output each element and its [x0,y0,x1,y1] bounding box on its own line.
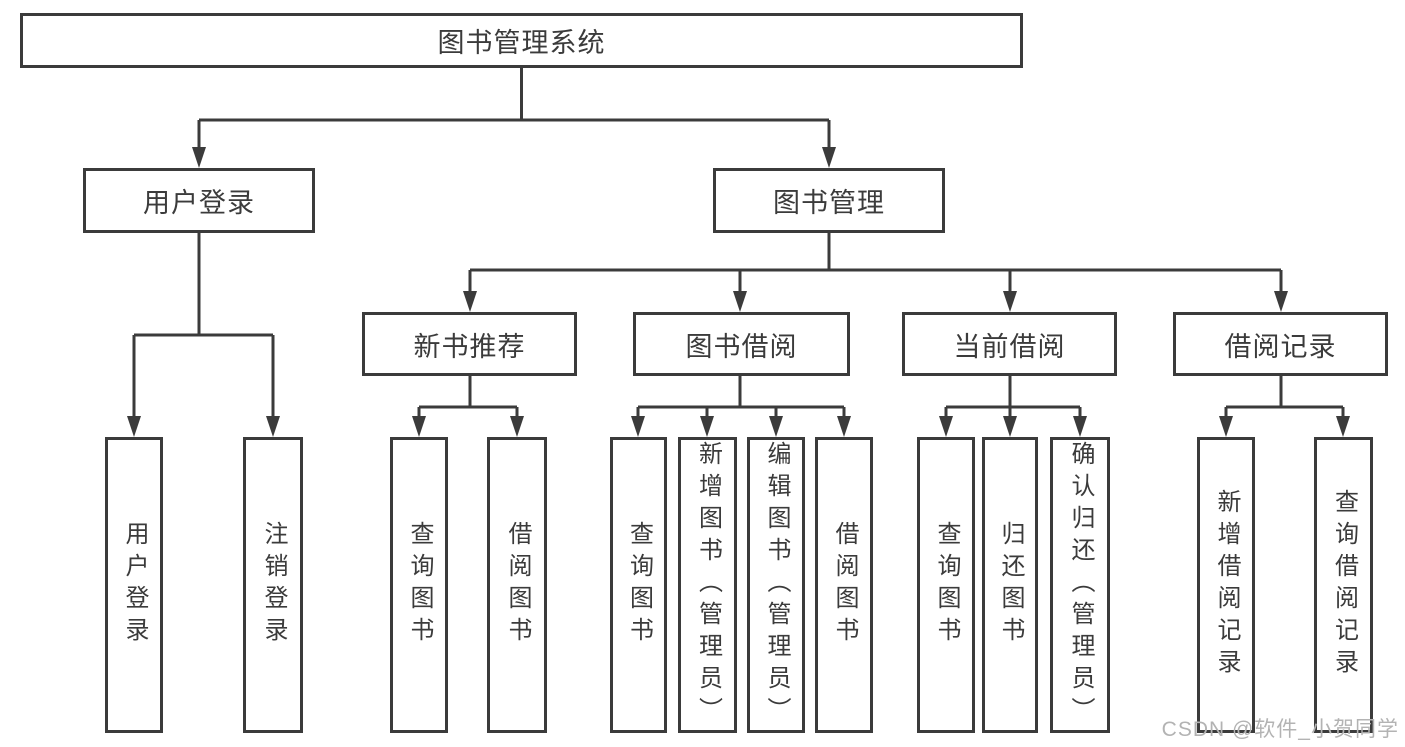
leaf-return-books-label: 归还图书 [997,521,1024,649]
leaf-confirm-return-admin-label: 确认归还（管理员） [1067,441,1094,729]
leaf-logout-label: 注销登录 [260,521,287,649]
node-current-borrow: 当前借阅 [902,312,1117,376]
arrowhead [1336,416,1350,437]
connector-root-to-level2 [197,68,831,152]
leaf-user-login: 用户登录 [105,437,163,733]
watermark: CSDN @软件_小贺同学 [1161,718,1399,741]
connector-bookborrow-to-leaves [636,376,846,421]
leaf-logout: 注销登录 [243,437,303,733]
leaf-query-books-rec-label: 查询图书 [406,521,433,649]
leaf-query-books-rec: 查询图书 [390,437,448,733]
leaf-edit-books-admin: 编辑图书（管理员） [747,437,805,733]
leaf-query-books-borrow-label: 查询图书 [625,521,653,649]
node-book-borrow: 图书借阅 [633,312,850,376]
connector-borrowrecords-to-leaves [1224,376,1345,421]
leaf-borrow-books: 借阅图书 [815,437,873,733]
leaf-confirm-return-admin: 确认归还（管理员） [1050,437,1110,733]
leaf-edit-books-admin-label: 编辑图书（管理员） [763,441,790,729]
leaf-add-books-admin: 新增图书（管理员） [678,437,737,733]
leaf-return-books: 归还图书 [982,437,1038,733]
arrowhead [266,416,280,437]
arrowhead [939,416,953,437]
leaf-query-books-borrow: 查询图书 [610,437,667,733]
leaf-borrow-books-rec: 借阅图书 [487,437,547,733]
leaf-add-borrow-record: 新增借阅记录 [1197,437,1255,733]
node-new-book-rec: 新书推荐 [362,312,577,376]
connector-currentborrow-to-leaves [944,376,1082,421]
arrowhead [822,147,836,168]
connector-newbookrec-to-leaves [417,376,519,421]
arrowhead [1003,291,1017,312]
arrowhead [1003,416,1017,437]
arrowhead [769,416,783,437]
node-book-mgmt: 图书管理 [713,168,945,233]
arrowhead [837,416,851,437]
arrowhead [1274,291,1288,312]
arrowhead [631,416,645,437]
arrowhead [1073,416,1087,437]
arrowhead [127,416,141,437]
leaf-query-books-current: 查询图书 [917,437,975,733]
leaf-query-books-current-label: 查询图书 [933,521,960,649]
node-borrow-records: 借阅记录 [1173,312,1388,376]
node-root: 图书管理系统 [20,13,1023,68]
leaf-query-borrow-record-label: 查询借阅记录 [1330,489,1358,681]
connector-login-to-leaves [132,233,275,421]
arrowhead [700,416,714,437]
leaf-add-books-admin-label: 新增图书（管理员） [694,441,722,729]
arrowhead [192,147,206,168]
arrowhead [463,291,477,312]
leaf-user-login-label: 用户登录 [121,521,148,649]
arrowhead [510,416,524,437]
arrowhead [412,416,426,437]
arrowhead [733,291,747,312]
node-user-login: 用户登录 [83,168,315,233]
connector-mgmt-to-level3 [468,233,1283,296]
arrowhead [1219,416,1233,437]
leaf-query-borrow-record: 查询借阅记录 [1314,437,1373,733]
leaf-add-borrow-record-label: 新增借阅记录 [1213,489,1240,681]
leaf-borrow-books-label: 借阅图书 [831,521,858,649]
leaf-borrow-books-rec-label: 借阅图书 [504,521,531,649]
